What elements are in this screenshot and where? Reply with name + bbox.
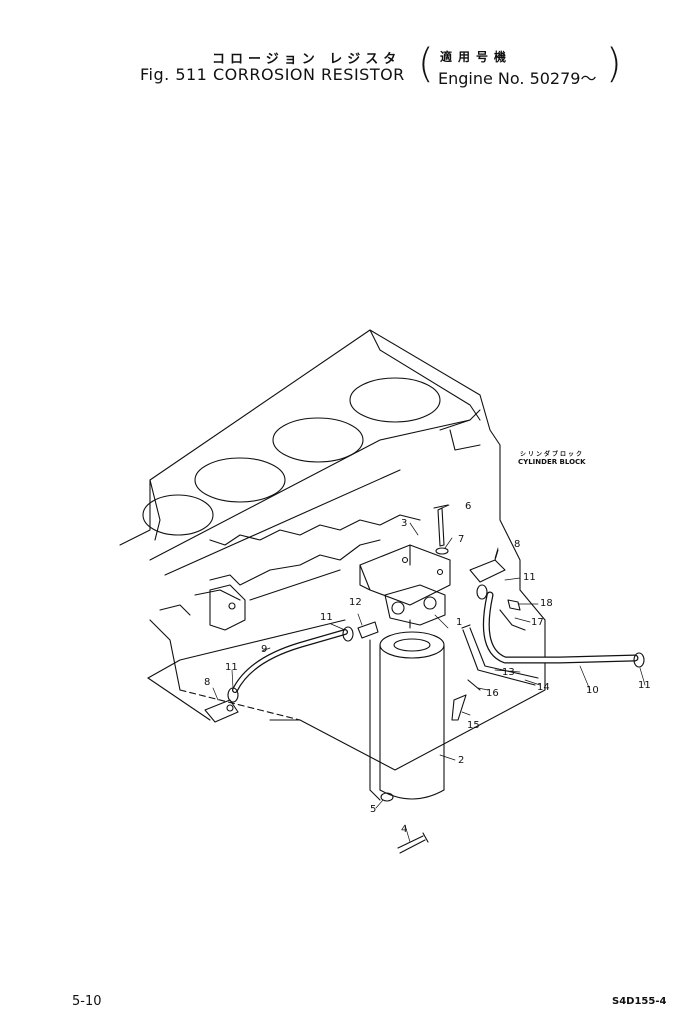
part-label-10: 10 [586,685,599,696]
part-label-8-right: 8 [514,539,520,550]
part-label-6: 6 [465,501,471,512]
cylinder-block-label-jp: シリンダブロック [520,450,584,458]
part-label-18: 18 [540,598,553,609]
part-label-16: 16 [486,688,499,699]
clamp-part-11-far-right [633,652,645,668]
block-mounting-boss [209,584,246,631]
page-number: 5-10 [72,994,102,1009]
leader-lines [212,504,646,843]
bolt-part-6 [433,504,449,547]
part-label-5: 5 [370,804,376,815]
engine-number: Engine No. 50279～ [438,69,597,88]
part-label-11-right: 11 [638,680,651,691]
plug-part-18 [507,599,521,611]
connector-part-15 [451,694,467,721]
part-label-2: 2 [458,755,464,766]
part-label-11-top: 11 [523,572,536,583]
leader-frame [147,619,381,801]
catalog-code: S4D155-4 [612,996,667,1007]
part-label-17: 17 [531,617,544,628]
part-label-12: 12 [349,597,362,608]
part-label-15: 15 [467,720,480,731]
exploded-view-diagram: シリンダブロック CYLINDER BLOCK 1 2 3 4 5 6 7 8 … [119,329,651,854]
cylinder-block-outline [119,329,546,771]
figure-title: Fig. 511 CORROSION RESISTOR [140,65,405,84]
block-face-details [159,514,421,616]
part-label-4: 4 [401,824,407,835]
japanese-applicability: 適用号機 [440,50,513,64]
title-block: コロージョン レジスタ Fig. 511 CORROSION RESISTOR … [0,0,675,110]
washer-part-5 [380,792,394,802]
part-label-14: 14 [537,682,550,693]
part-label-13: 13 [502,667,515,678]
clamp-part-11-mid [342,626,354,642]
hose-part-10 [482,591,639,664]
close-parenthesis: ) [606,41,622,87]
part-label-1: 1 [456,617,462,628]
clamp-part-11-right [476,584,488,600]
cylinder-block-label-en: CYLINDER BLOCK [518,458,586,466]
open-parenthesis: ( [418,41,434,87]
part-label-7: 7 [458,534,464,545]
hose-part-9 [232,629,348,693]
japanese-title: コロージョン レジスタ [212,52,402,67]
bolt-part-4 [397,832,429,854]
resistor-cartridge [379,631,445,800]
mounting-bracket [359,544,451,606]
part-label-11-left: 11 [225,662,238,673]
pin-part-16 [467,679,481,691]
part-label-9: 9 [261,644,267,655]
part-label-11-mid: 11 [320,612,333,623]
fitting-part-12 [357,621,379,639]
filter-head [384,584,446,629]
cylinder-bores [142,377,441,536]
fitting-part-8-left [204,699,239,723]
washer-part-7 [435,547,449,555]
fitting-part-8-right [469,549,506,583]
tube-parts-13-14 [461,624,539,686]
fitting-part-17 [499,609,526,631]
part-label-8-left: 8 [204,677,210,688]
part-label-3: 3 [401,518,407,529]
